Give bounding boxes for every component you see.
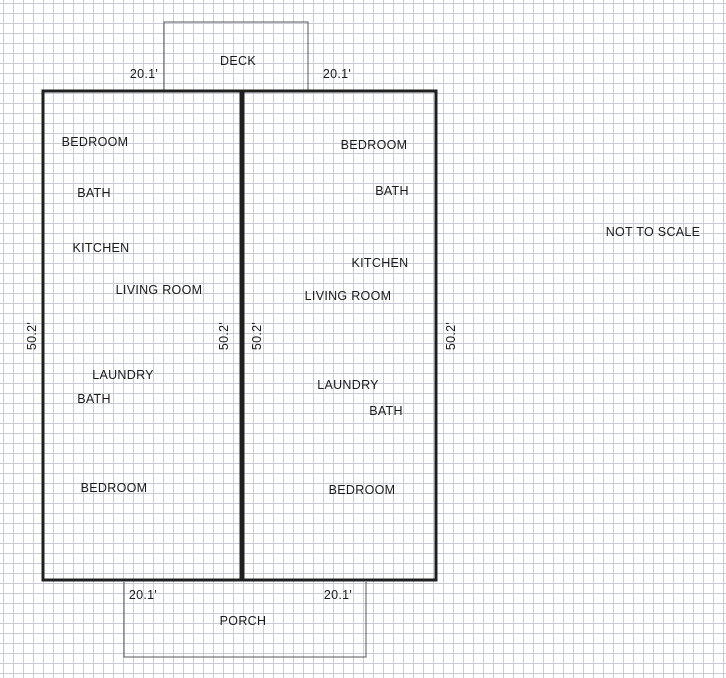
left-kitchen: KITCHEN xyxy=(72,241,130,255)
left-bath-top: BATH xyxy=(77,186,111,200)
unit-right-walls xyxy=(241,89,438,582)
left-unit-length-inner: 50.2' xyxy=(217,321,231,351)
left-bedroom-top: BEDROOM xyxy=(61,135,129,149)
right-unit-length-inner: 50.2' xyxy=(250,321,264,351)
left-laundry: LAUNDRY xyxy=(92,368,154,382)
right-unit-length-outer: 50.2' xyxy=(444,321,458,351)
porch-outline xyxy=(123,582,367,658)
not-to-scale-note: NOT TO SCALE xyxy=(605,225,701,239)
porch-width-left: 20.1' xyxy=(128,588,158,602)
right-bedroom-bottom: BEDROOM xyxy=(328,483,396,497)
right-living-room: LIVING ROOM xyxy=(304,289,392,303)
porch-label: PORCH xyxy=(219,614,267,628)
right-bedroom-top: BEDROOM xyxy=(340,138,408,152)
left-bedroom-bottom: BEDROOM xyxy=(80,481,148,495)
left-living-room: LIVING ROOM xyxy=(115,283,203,297)
right-kitchen: KITCHEN xyxy=(351,256,409,270)
porch-width-right: 20.1' xyxy=(323,588,353,602)
deck-outline xyxy=(163,21,309,90)
right-bath-bottom: BATH xyxy=(369,404,403,418)
deck-label: DECK xyxy=(220,54,256,68)
unit-left-walls xyxy=(41,89,243,582)
right-laundry: LAUNDRY xyxy=(317,378,379,392)
left-unit-length-outer: 50.2' xyxy=(25,321,39,351)
deck-width-left: 20.1' xyxy=(129,67,159,81)
right-bath-top: BATH xyxy=(375,184,409,198)
left-bath-bottom: BATH xyxy=(77,392,111,406)
deck-width-right: 20.1' xyxy=(322,67,352,81)
